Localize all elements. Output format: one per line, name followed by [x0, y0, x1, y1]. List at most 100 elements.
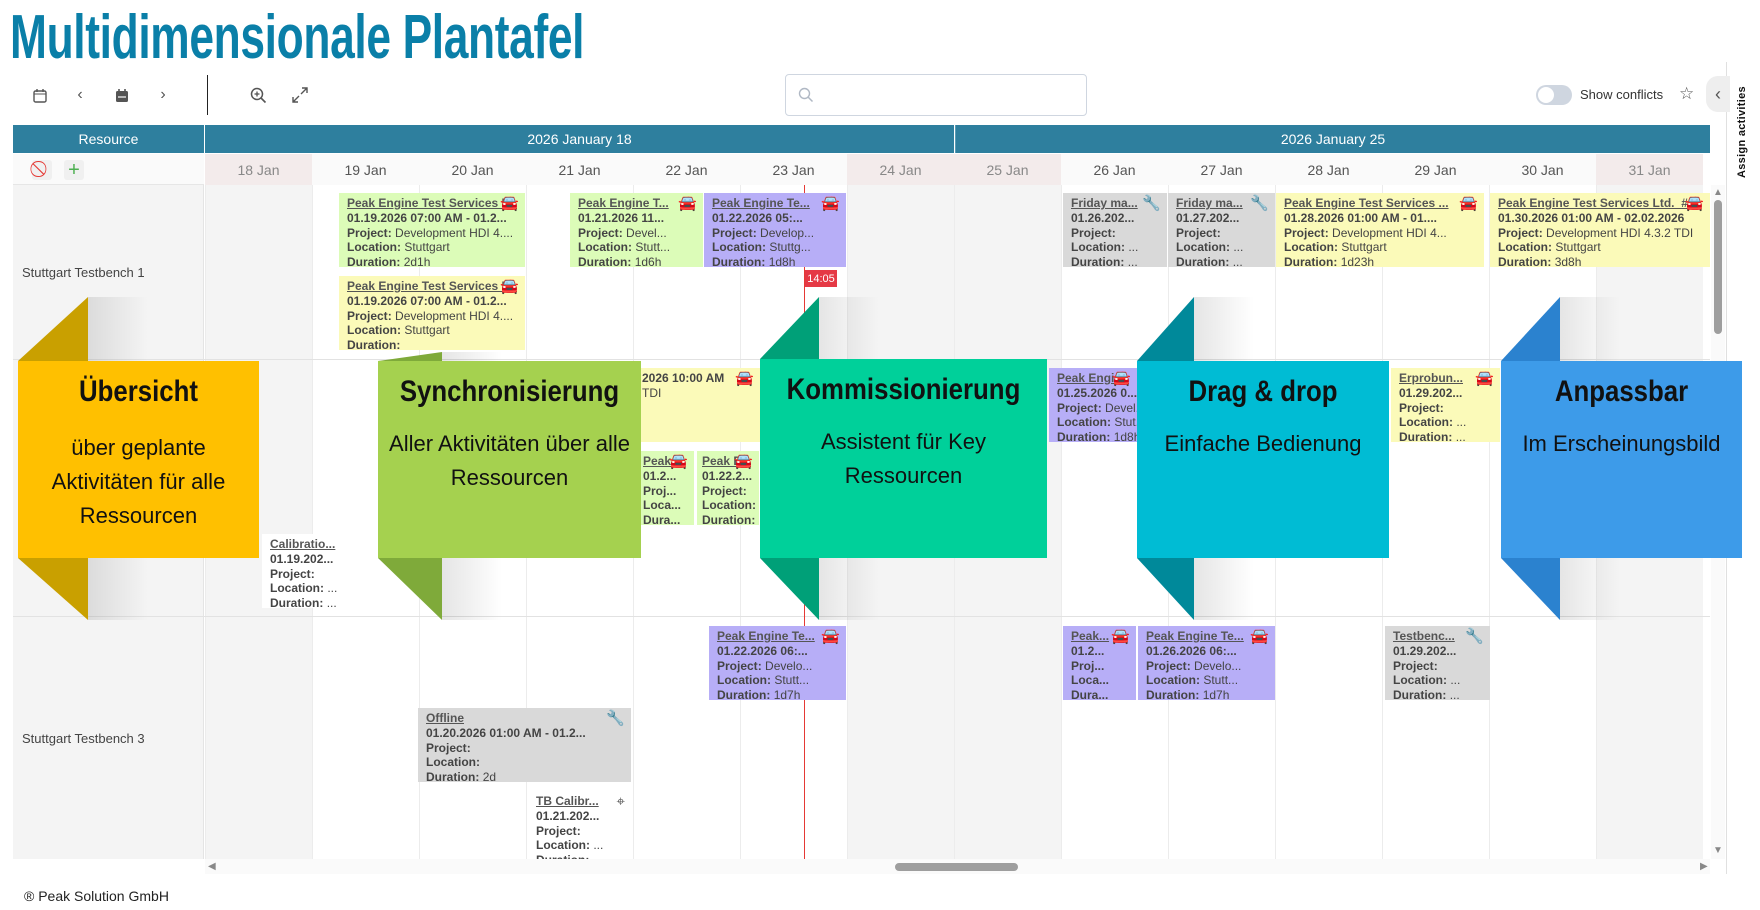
activity-duration-label: Duration [578, 255, 628, 267]
calendar-icon[interactable] [29, 84, 51, 106]
resource-row-label[interactable]: Stuttgart Testbench 1 [13, 185, 204, 359]
activity-project-label: Project [1057, 400, 1098, 415]
activity-location: Location: Stuttgart [347, 240, 450, 255]
favorite-star-icon[interactable]: ☆ [1679, 84, 1695, 103]
day-header: 21 Jan [526, 154, 633, 185]
activity-card[interactable]: Peak En...01.22.2...Project: Location: D… [697, 451, 759, 525]
maintenance-icon: 🔧 [1250, 195, 1269, 212]
show-conflicts-toggle[interactable] [1536, 85, 1572, 105]
resource-row-label[interactable]: Stuttgart Testbench 3 [13, 617, 204, 859]
search-icon [798, 87, 814, 103]
activity-title[interactable]: Peak En... [702, 454, 751, 468]
activity-title[interactable]: Peak Engine Te... [712, 196, 810, 210]
activity-card[interactable]: Peak...01.2...Proj...Loca...Dura...🚘 [635, 451, 694, 525]
activity-card[interactable]: Peak Engine Test Services Lt...01.19.202… [339, 193, 525, 267]
scroll-left-arrow-icon[interactable]: ◀ [208, 861, 216, 872]
activity-card[interactable]: Peak Engine Te...01.22.2026 06:...Projec… [709, 626, 846, 700]
maintenance-icon: 🔧 [606, 710, 625, 727]
activity-card[interactable]: Peak...01.2...Proj...Loca...Dura...🚘 [1063, 626, 1136, 700]
callout-text: über geplante Aktivitäten für alle Resso… [51, 435, 226, 528]
activity-duration: Duration: ... [1399, 430, 1492, 442]
add-resource-icon[interactable]: + [64, 159, 84, 181]
activity-location-label: Location [347, 323, 397, 338]
horizontal-scroll-thumb[interactable] [895, 863, 1018, 871]
collapse-panel-chevron-icon[interactable]: ‹ [1706, 76, 1730, 112]
car-icon: 🚘 [500, 278, 519, 295]
activity-title[interactable]: Peak... [643, 454, 682, 468]
activity-project: Project: [270, 566, 315, 581]
activity-title[interactable]: Offline [426, 711, 464, 725]
activity-date: 01.28.2026 01:00 AM - 01.... [1284, 210, 1437, 225]
activity-location-label: Location [426, 755, 476, 770]
activity-title[interactable]: Testbenc... [1393, 629, 1455, 643]
activity-duration-label: Duration [426, 770, 476, 782]
activity-card[interactable]: Testbenc...01.29.202...Project: Location… [1385, 626, 1490, 700]
zoom-in-icon[interactable] [247, 84, 269, 106]
activity-card[interactable]: Erprobun...01.29.202...Project: Location… [1391, 368, 1500, 442]
next-button[interactable]: › [160, 86, 166, 103]
activity-card[interactable]: Peak Engine Test Services Ltd._#2(01.30.… [1490, 193, 1710, 267]
activity-duration: Duration: 1d8h [1057, 430, 1137, 442]
activity-title[interactable]: Erprobun... [1399, 371, 1463, 385]
activity-card[interactable]: Peak Engine Test Services Lt...01.19.202… [339, 276, 525, 350]
activity-card[interactable]: Calibratio...01.19.202...Project: Locati… [262, 534, 376, 608]
activity-title[interactable]: Peak Engine Te... [717, 629, 815, 643]
activity-duration-value: 1d8h [768, 255, 796, 267]
activity-title[interactable]: TB Calibr... [536, 794, 599, 808]
activity-title[interactable]: Peak Engine T... [1057, 371, 1129, 385]
activity-title[interactable]: Peak... [1071, 629, 1110, 643]
car-icon: 🚘 [669, 453, 688, 470]
activity-title[interactable]: Calibratio... [270, 537, 336, 551]
activity-date: 2026 10:00 AM [642, 371, 725, 385]
activity-location-value: ... [327, 581, 338, 596]
activity-location: Location: Stuttgart [1284, 240, 1387, 255]
schedule-grid[interactable] [205, 185, 1710, 859]
activity-card[interactable]: Peak Engine Test Services ...01.28.2026 … [1276, 193, 1484, 267]
activity-duration-label: Duration [536, 853, 585, 859]
activity-title[interactable]: Friday ma... [1071, 196, 1138, 210]
activity-card[interactable]: Peak Engine Te...01.22.2026 05:...Projec… [704, 193, 846, 267]
today-calendar-icon[interactable] [111, 84, 133, 106]
activity-location-value: Stuttg... [769, 240, 811, 255]
vertical-scroll-thumb[interactable] [1714, 200, 1722, 334]
day-column[interactable] [1382, 185, 1489, 859]
activity-card[interactable]: Friday ma...01.26.202...Project: Locatio… [1063, 193, 1167, 267]
activity-location-label: Location [578, 240, 628, 255]
activity-title[interactable]: Friday ma... [1176, 196, 1243, 210]
activity-duration-value: ... [1127, 255, 1138, 267]
clear-filter-icon[interactable]: ⃠ [32, 160, 52, 180]
activity-card[interactable]: Peak Engine T...01.21.2026 11...Project:… [570, 193, 703, 267]
activity-duration: Duration: 1d8h [712, 255, 838, 267]
activity-date: 01.21.2026 11... [578, 210, 665, 225]
activity-location-value: Stutt... [1203, 673, 1239, 688]
scroll-up-arrow-icon[interactable]: ▲ [1713, 187, 1723, 198]
day-header: 18 Jan [205, 154, 312, 185]
activity-title[interactable]: Peak Engine Test Services Lt... [347, 279, 517, 293]
activity-card[interactable]: Peak Engine Te...01.26.2026 06:...Projec… [1138, 626, 1275, 700]
activity-card[interactable]: Friday ma...01.27.202...Project: Locatio… [1168, 193, 1275, 267]
activity-title[interactable]: Peak Engine T... [578, 196, 669, 210]
previous-button[interactable]: ‹ [77, 86, 83, 103]
activity-title[interactable]: Peak Engine Test Services Ltd._#2( [1498, 196, 1699, 210]
activity-card[interactable]: TB Calibr...01.21.202...Project: Locatio… [528, 791, 631, 859]
activity-duration-label: Duration [1393, 688, 1443, 700]
activity-location: Location: [426, 755, 480, 770]
scroll-right-arrow-icon[interactable]: ▶ [1700, 861, 1708, 872]
activity-title[interactable]: Peak Engine Test Services ... [1284, 196, 1449, 210]
activity-title[interactable]: Peak Engine Test Services Lt... [347, 196, 517, 210]
activity-title[interactable]: Peak Engine Te... [1146, 629, 1244, 643]
activity-location-label: Location [1498, 240, 1548, 255]
day-header: 27 Jan [1168, 154, 1275, 185]
search-input[interactable] [785, 74, 1087, 116]
scroll-down-arrow-icon[interactable]: ▼ [1713, 845, 1723, 856]
car-icon: 🚘 [678, 195, 697, 212]
activity-location: Location: Stutt... [717, 673, 810, 688]
activity-location-label: Location [1393, 673, 1443, 688]
callout-text: Einfache Bedienung [1164, 431, 1362, 456]
activity-card[interactable]: Peak Engine T...01.25.2026 0...Project: … [1049, 368, 1137, 442]
fullscreen-expand-icon[interactable] [289, 84, 311, 106]
day-header: 28 Jan [1275, 154, 1382, 185]
